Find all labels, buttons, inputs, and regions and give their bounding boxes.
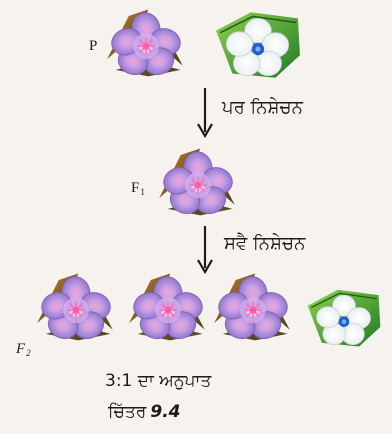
ratio-label: 3:1 ਦਾ ਅਨੁਪਾਤ [105,371,211,391]
f2-label-text: F [16,341,25,357]
violet-flower-icon [212,268,294,348]
f1-generation-label: F1 [131,180,145,197]
violet-flower-icon [35,268,117,348]
parent-label-text: P [89,38,97,54]
caption-number: 9.4 [150,402,180,422]
violet-flower-icon [157,143,239,223]
white-flower-icon [298,288,390,350]
f1-label-text: F [131,180,139,196]
caption-prefix: ਚਿੱਤਰ [108,402,146,422]
parent-generation-label: P [89,38,97,55]
white-flower-icon [212,8,304,84]
violet-flower-icon [127,268,209,348]
self-pollination-label: ਸਵੈ ਨਿਸ਼ੇਚਨ [224,233,305,254]
violet-flower-icon [105,4,187,84]
f2-label-subscript: 2 [26,348,31,358]
f2-generation-label: F2 [16,341,31,358]
f1-label-subscript: 1 [140,187,145,197]
down-arrow-icon [194,88,216,140]
cross-pollination-label: ਪਰ ਨਿਸ਼ੇਚਨ [222,97,303,118]
